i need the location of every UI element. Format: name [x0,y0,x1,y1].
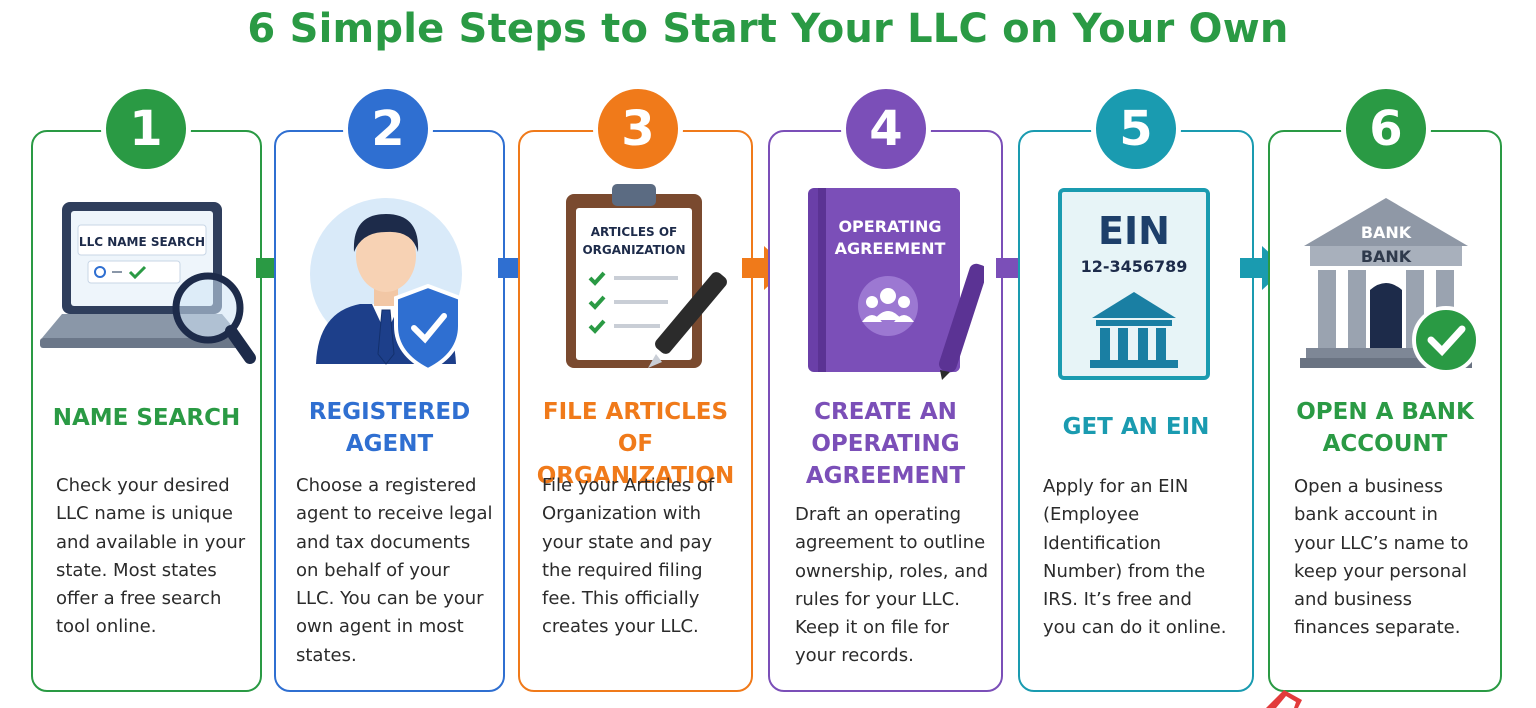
laptop-search-icon: LLC NAME SEARCH [40,202,256,364]
step-card-2 [274,130,505,692]
step-title-3: FILE ARTICLES OF ORGANIZATION [536,399,735,489]
step-description-6: Open a business bank account in your LLC… [1294,476,1469,639]
arrow-right-icon [742,246,788,290]
ein-document-icon: EIN 12-3456789 [1058,188,1210,380]
step-title-4: CREATE AN OPERATING AGREEMENT [805,399,966,489]
illustration-label: ORGANIZATION [582,243,685,257]
step-title-2: REGISTERED AGENT [308,399,471,457]
illustration-label: AGREEMENT [835,239,946,258]
step-description-3: File your Articles of Organization with … [542,475,715,638]
illustration-label: EIN [1098,209,1170,253]
illustration-label: BANK [1361,223,1412,242]
step-number-badge: 3 [598,89,678,169]
step-number-badge: 6 [1346,89,1426,169]
step-title-6: OPEN A BANK ACCOUNT [1296,399,1474,457]
clipboard-document-icon: ARTICLES OF ORGANIZATION [566,184,727,368]
step-title-5: GET AN EIN [1062,414,1210,440]
step-title-1: NAME SEARCH [52,405,241,431]
step-number-badge: 1 [106,89,186,169]
step-number-badge: 5 [1096,89,1176,169]
step-description-5: Apply for an EIN (Employee Identificatio… [1043,476,1227,639]
step-description-4: Draft an operating agreement to outline … [795,504,989,667]
bank-building-icon: BANK BANK [1300,198,1480,374]
illustration-label: OPERATING [838,217,941,236]
step-number-badge: 4 [846,89,926,169]
step-number-badge: 2 [348,89,428,169]
page-title: 6 Simple Steps to Start Your LLC on Your… [247,6,1289,52]
arrow-right-icon [1240,246,1286,290]
step-description-2: Choose a registered agent to receive leg… [296,475,493,666]
illustration-label: 12-3456789 [1081,257,1188,276]
step-description-1: Check your desired LLC name is unique an… [56,475,246,638]
illustration-label: ARTICLES OF [591,225,678,239]
operating-agreement-book-icon: OPERATING AGREEMENT [808,188,984,380]
rocket-icon [1266,690,1302,708]
illustration-label: LLC NAME SEARCH [79,235,205,249]
registered-agent-icon [310,198,462,373]
illustration-label: BANK [1361,247,1412,266]
